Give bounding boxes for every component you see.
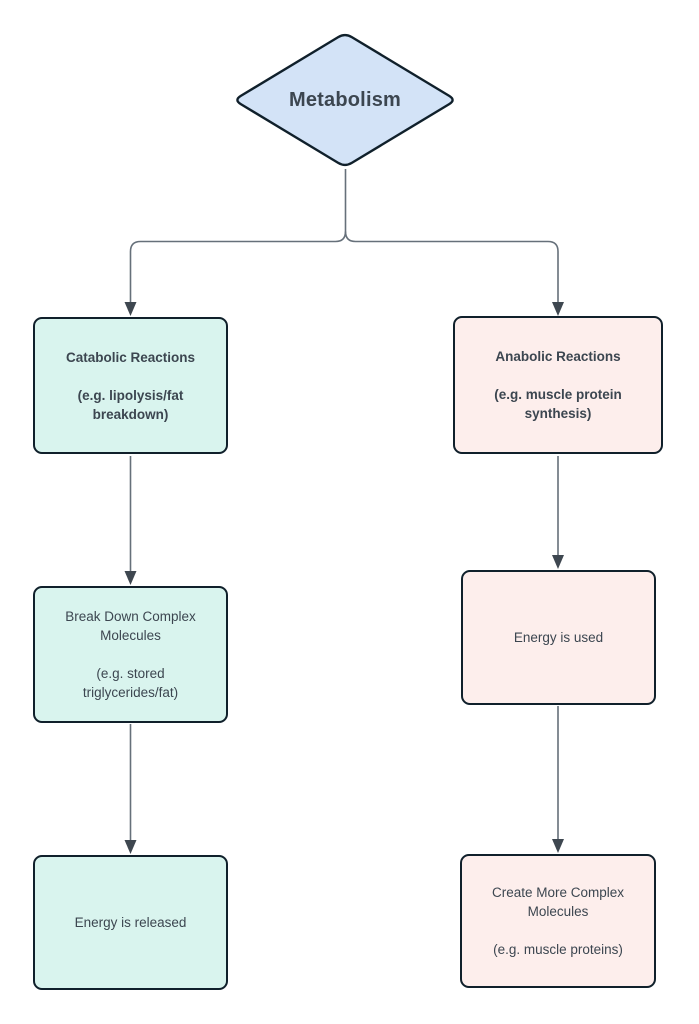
node-break-title: Break Down Complex Molecules	[65, 609, 196, 643]
node-break-example: (e.g. stored triglycerides/fat)	[82, 666, 179, 700]
node-catabolic-reactions: Catabolic Reactions (e.g. lipolysis/fat …	[33, 317, 228, 454]
node-energy-used-label: Energy is used	[513, 630, 604, 645]
node-energy-is-used: Energy is used	[461, 570, 656, 705]
metabolism-diamond-shape	[236, 33, 454, 167]
connector-metabolism-anabolic	[344, 231, 559, 303]
node-energy-released-label: Energy is released	[74, 915, 187, 930]
node-catabolic-example: (e.g. lipolysis/fat breakdown)	[77, 387, 184, 422]
node-create-example: (e.g. muscle proteins)	[493, 942, 623, 957]
node-anabolic-reactions: Anabolic Reactions (e.g. muscle protein …	[453, 316, 663, 454]
node-anabolic-title: Anabolic Reactions	[495, 349, 621, 364]
node-create-title: Create More Complex Molecules	[491, 885, 625, 919]
node-energy-is-released: Energy is released	[33, 855, 228, 990]
node-break-down-molecules: Break Down Complex Molecules (e.g. store…	[33, 586, 228, 723]
connector-metabolism-catabolic	[129, 231, 347, 303]
arrowhead-breakdown	[124, 571, 137, 585]
arrowhead-energyreleased	[124, 840, 137, 854]
arrowhead-energyused	[552, 555, 564, 569]
node-anabolic-example: (e.g. muscle protein synthesis)	[494, 387, 622, 421]
node-metabolism: Metabolism	[288, 88, 402, 111]
arrowhead-catabolic	[124, 302, 137, 316]
arrowhead-anabolic	[552, 302, 564, 316]
node-catabolic-title: Catabolic Reactions	[65, 349, 196, 365]
arrowhead-create	[552, 839, 564, 853]
node-create-more-molecules: Create More Complex Molecules (e.g. musc…	[460, 854, 656, 988]
